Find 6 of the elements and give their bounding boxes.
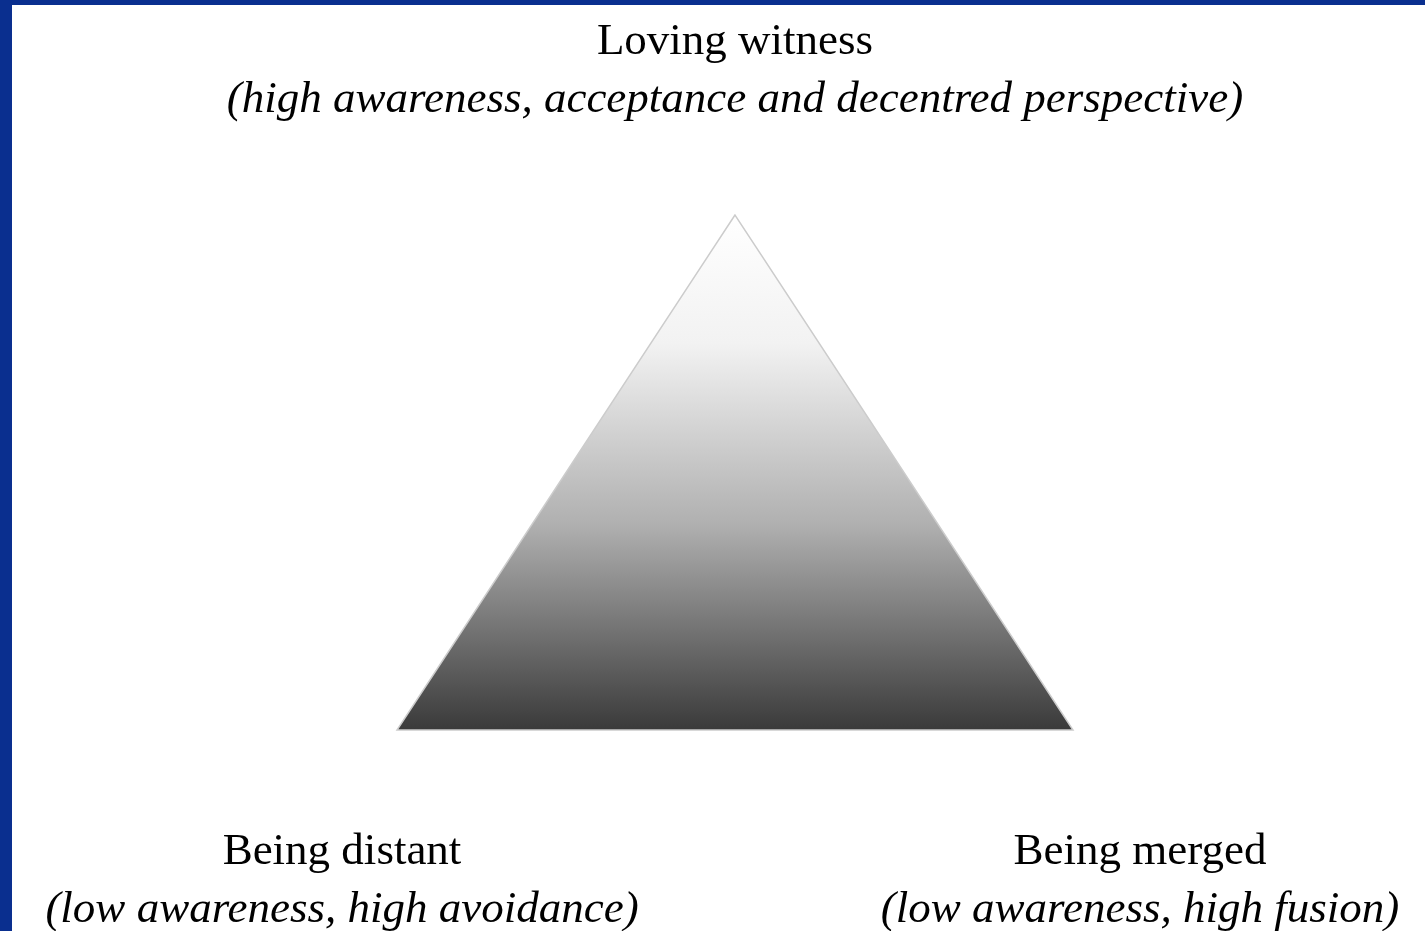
heading-text: Being merged xyxy=(1013,827,1267,872)
heading-text: Loving witness xyxy=(596,17,874,62)
description-text: (low awareness, high avoidance) xyxy=(45,885,639,930)
description-text: (high awareness, acceptance and decentred perspective) xyxy=(226,75,1244,120)
description-text: (low awareness, high fusion) xyxy=(880,885,1400,930)
heading-text: Being distant xyxy=(222,827,462,872)
